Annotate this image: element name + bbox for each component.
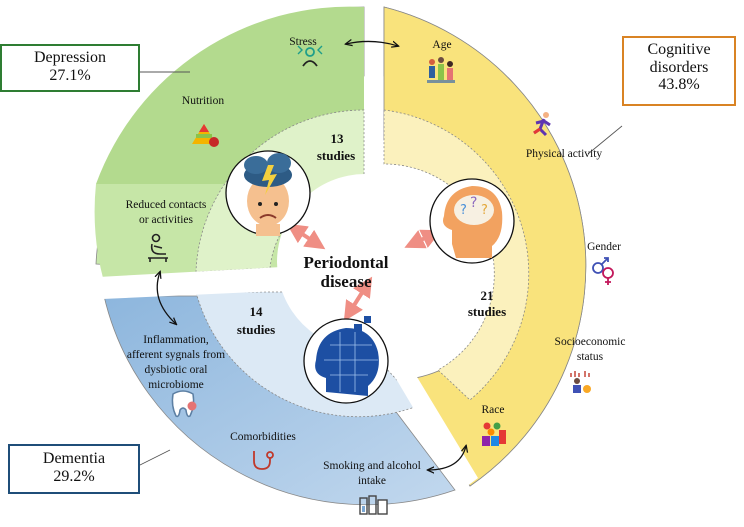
factor-inflammation-line2: afferent sygnals from — [127, 349, 225, 361]
factor-stress: Stress — [289, 36, 317, 48]
factor-smoking-line2: intake — [358, 475, 386, 487]
factor-gender: Gender — [587, 241, 621, 253]
studies-dementia-count: 14 — [250, 304, 264, 319]
dementia-value: 29.2% — [53, 467, 95, 485]
center-disc — [277, 174, 453, 350]
family-icon — [427, 57, 455, 83]
gender-icon — [592, 257, 614, 285]
studies-cognitive-count: 21 — [481, 288, 494, 303]
studies-cognitive-word: studies — [468, 304, 506, 319]
dementia-leader — [137, 449, 171, 467]
center-label-line2: disease — [321, 272, 372, 291]
factor-inflammation-line4: microbiome — [148, 379, 204, 391]
studies-depression-word: studies — [317, 148, 355, 163]
arrow-smoking-race — [428, 446, 466, 470]
center-label-line1: Periodontal — [304, 253, 389, 272]
depression-value: 27.1% — [49, 66, 91, 84]
socioeconomic-icon — [570, 371, 591, 393]
sad-brain-head-icon — [225, 150, 311, 236]
arrow-to-dementia — [343, 276, 373, 322]
cognitive-value: 43.8% — [658, 76, 700, 94]
factor-physical-activity: Physical activity — [526, 148, 603, 160]
studies-dementia-word: studies — [237, 322, 275, 337]
arrow-reduced-inflammation — [157, 272, 176, 324]
factor-inflammation-line3: dysbiotic oral — [145, 364, 208, 376]
factor-race: Race — [482, 404, 505, 416]
svg-text:?: ? — [481, 203, 488, 218]
food-pyramid-icon — [192, 124, 219, 147]
factor-inflammation-line1: Inflammation, — [143, 334, 209, 346]
white-gap-vertical — [366, 0, 382, 190]
arrow-stress-age — [346, 41, 398, 46]
cognitive-label-line1: Cognitive — [647, 41, 711, 58]
factor-smoking-line1: Smoking and alcohol — [323, 460, 421, 472]
factor-comorbidities: Comorbidities — [230, 431, 296, 443]
factor-reduced-line1: Reduced contacts — [126, 199, 207, 211]
stress-icon — [297, 45, 323, 67]
depression-box: Depression 27.1% — [0, 44, 140, 92]
factor-age: Age — [432, 39, 451, 51]
bottles-icon — [359, 495, 388, 515]
white-gap-left — [80, 266, 300, 300]
factor-socioeconomic-line2: status — [577, 351, 604, 363]
dementia-label: Dementia — [42, 450, 106, 467]
dementia-box: Dementia 29.2% — [8, 444, 140, 494]
runner-icon — [533, 112, 551, 137]
svg-text:?: ? — [470, 195, 477, 211]
arrow-to-depression — [286, 223, 326, 250]
studies-depression-count: 13 — [331, 131, 345, 146]
puzzle-head-icon — [303, 316, 389, 404]
tooth-icon — [171, 390, 197, 418]
cognitive-box: Cognitive disorders 43.8% — [622, 36, 736, 106]
svg-text:?: ? — [460, 203, 467, 218]
stethoscope-icon — [253, 451, 274, 470]
depression-label: Depression — [34, 49, 106, 66]
factor-socioeconomic-line1: Socioeconomic — [555, 336, 626, 348]
cognitive-leader — [587, 125, 623, 155]
cognitive-label-line2: disorders — [649, 58, 709, 76]
question-head-icon: ? ? ? — [429, 178, 515, 264]
diversity-icon — [482, 422, 506, 446]
factor-reduced-line2: or activities — [139, 214, 193, 226]
factor-nutrition: Nutrition — [182, 95, 224, 107]
sad-person-icon — [148, 233, 168, 262]
